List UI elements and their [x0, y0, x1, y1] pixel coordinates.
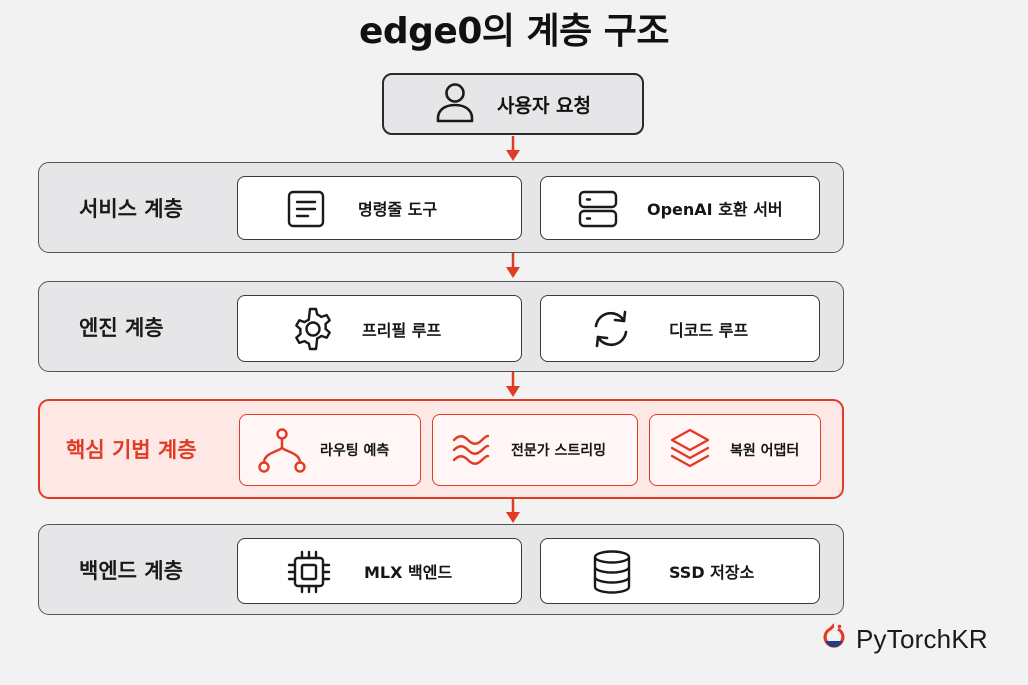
layer-item-mlx-backend: MLX 백엔드 [237, 538, 522, 604]
layer-label: 핵심 기법 계층 [66, 438, 197, 462]
brand-name: PyTorchKR [856, 623, 988, 654]
layer-item-routing-prediction: 라우팅 예측 [239, 414, 421, 486]
layer-item-label: 프리필 루프 [362, 320, 442, 340]
layer-item-label: OpenAI 호환 서버 [647, 200, 783, 219]
layers-icon [668, 427, 712, 473]
layer-item-label: 복원 어댑터 [730, 443, 800, 459]
backend-layer: 백엔드 계층 MLX 백엔드 SSD 저장소 [38, 524, 844, 615]
arrow-down-icon [506, 498, 520, 523]
layer-item-label: 디코드 루프 [669, 320, 749, 340]
layer-item-label: MLX 백엔드 [364, 563, 453, 582]
user-request-box: 사용자 요청 [382, 73, 644, 135]
layer-item-decode-loop: 디코드 루프 [540, 295, 820, 362]
arrow-down-icon [506, 253, 520, 278]
layer-item-label: 명령줄 도구 [358, 200, 438, 219]
server-icon [577, 190, 619, 228]
layer-label: 엔진 계층 [79, 315, 164, 340]
layer-item-label: 전문가 스트리밍 [511, 443, 607, 459]
database-icon [591, 549, 633, 595]
gear-icon [290, 306, 336, 352]
engine-layer: 엔진 계층 프리필 루프 디코드 루프 [38, 281, 844, 372]
arrow-down-icon [506, 372, 520, 397]
branch-icon [256, 427, 308, 475]
layer-label: 서비스 계층 [79, 196, 183, 221]
user-icon [435, 80, 475, 128]
document-icon [286, 190, 326, 228]
refresh-icon [589, 307, 633, 351]
core-technique-layer: 핵심 기법 계층 라우팅 예측 전문가 스트리밍 [38, 399, 844, 499]
page-title: edge0의 계층 구조 [358, 11, 670, 52]
pytorch-logo-icon [820, 622, 848, 656]
layer-item-label: SSD 저장소 [669, 563, 755, 582]
arrow-down-icon [506, 136, 520, 161]
waves-icon [451, 433, 491, 467]
chip-icon [286, 549, 332, 595]
layer-item-restoration-adapter: 복원 어댑터 [649, 414, 821, 486]
service-layer: 서비스 계층 명령줄 도구 OpenAI 호환 서버 [38, 162, 844, 253]
layer-item-expert-streaming: 전문가 스트리밍 [432, 414, 638, 486]
layer-item-cli-tool: 명령줄 도구 [237, 176, 522, 240]
layer-label: 백엔드 계층 [79, 558, 183, 583]
user-request-label: 사용자 요청 [496, 94, 591, 117]
layer-item-openai-server: OpenAI 호환 서버 [540, 176, 820, 240]
layer-item-prefill-loop: 프리필 루프 [237, 295, 522, 362]
layer-item-ssd-storage: SSD 저장소 [540, 538, 820, 604]
brand-logo: PyTorchKR [820, 622, 988, 656]
layer-item-label: 라우팅 예측 [320, 443, 390, 459]
